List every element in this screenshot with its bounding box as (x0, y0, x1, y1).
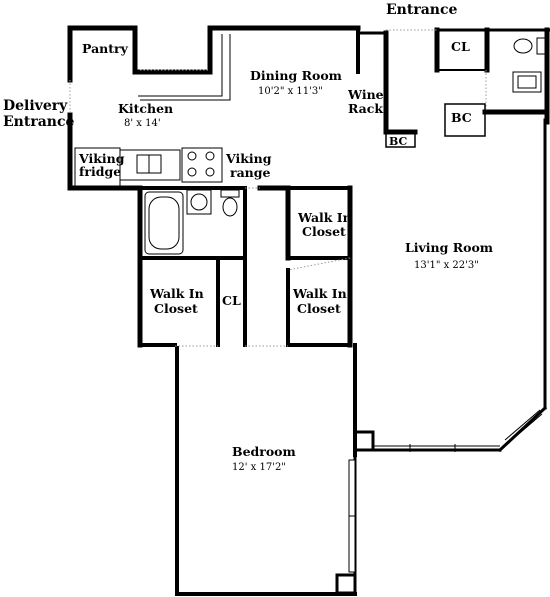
walls (67, 25, 550, 596)
bedroom-label: Bedroom (232, 444, 296, 459)
bc-label-small: BC (389, 135, 408, 148)
viking-fridge-label-2: fridge (79, 164, 121, 179)
closet-label-mid: CL (222, 293, 241, 308)
walk-in-closet-1-label-b: Closet (302, 224, 346, 239)
range-fixture (181, 147, 223, 183)
viking-range-label-1: Viking (225, 151, 272, 166)
walk-in-closet-3-label-b: Closet (297, 301, 341, 316)
bedroom-dimensions: 12' x 17'2" (232, 462, 286, 473)
entrance-label: Entrance (386, 2, 457, 18)
kitchen-dimensions: 8' x 14' (124, 118, 161, 129)
delivery-entrance-label-1: Delivery (3, 98, 68, 114)
bathtub-fixture (144, 191, 184, 255)
viking-fridge-label-1: Viking (78, 151, 125, 166)
walk-in-closet-2-label-a: Walk In (149, 286, 204, 301)
dining-room-dimensions: 10'2" x 11'3" (258, 86, 323, 97)
room-labels: Entrance Delivery Entrance Pantry Dining… (3, 2, 493, 473)
closet-label-top: CL (451, 39, 470, 54)
wine-rack-label-2: Rack (348, 101, 383, 116)
walk-in-closet-1-label-a: Walk In (297, 210, 352, 225)
delivery-entrance-label-2: Entrance (3, 114, 74, 130)
living-room-label: Living Room (405, 240, 493, 255)
windows (348, 409, 543, 573)
toilet-fixture (222, 197, 238, 217)
kitchen-label: Kitchen (118, 101, 173, 116)
viking-range-label-2: range (230, 165, 271, 180)
openings (69, 29, 487, 347)
bc-label-top: BC (451, 110, 472, 125)
wine-rack-label-1: Wine (347, 87, 384, 102)
walk-in-closet-2-label-b: Closet (154, 301, 198, 316)
fixtures (74, 34, 546, 255)
living-room-dimensions: 13'1" x 22'3" (414, 260, 479, 271)
walk-in-closet-3-label-a: Walk In (292, 286, 347, 301)
dining-room-label: Dining Room (250, 68, 342, 83)
pantry-label: Pantry (82, 41, 129, 56)
